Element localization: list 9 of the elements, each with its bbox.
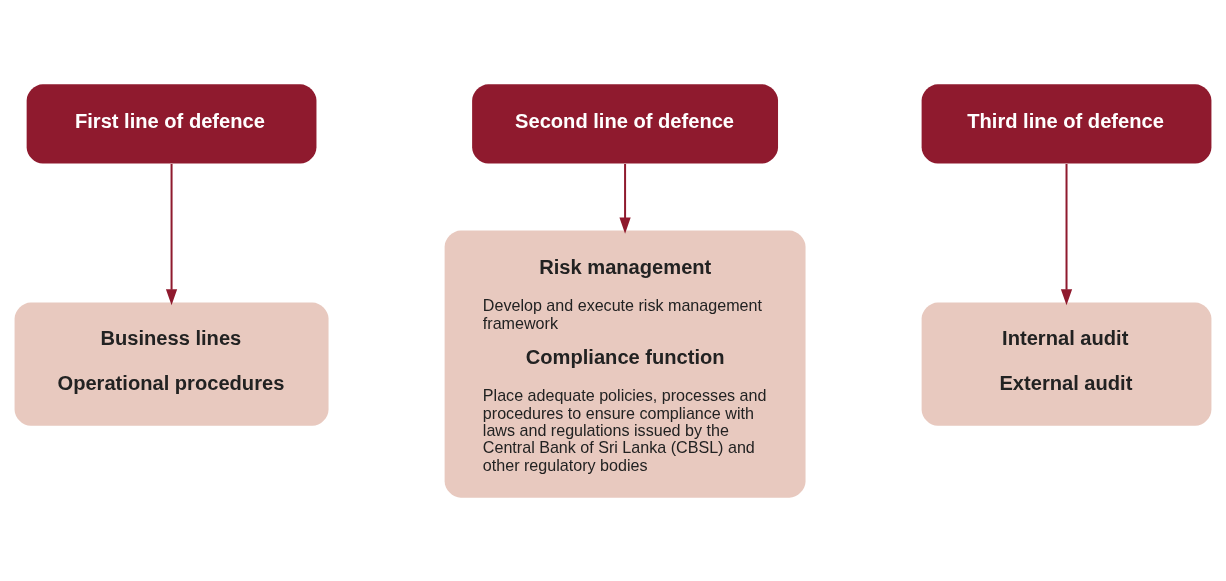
node-box: Business lines Operational procedures xyxy=(14,301,329,426)
arrow xyxy=(619,163,631,234)
arrow xyxy=(165,163,178,305)
arrow xyxy=(1060,163,1073,305)
node-box: Second line of defence xyxy=(472,83,779,164)
node-box: First line of defence xyxy=(26,83,317,164)
node-box: Third line of defence xyxy=(921,83,1212,164)
node-box: Internal audit External audit xyxy=(921,301,1212,426)
node-box: Risk management Develop and execute risk management framework Compliance function Place adequate policies, processes and procedures to ensure compliance with laws and regulations issued by the Central Bank of Sri Lanka (CBSL) and other regulatory bodies xyxy=(444,230,806,498)
